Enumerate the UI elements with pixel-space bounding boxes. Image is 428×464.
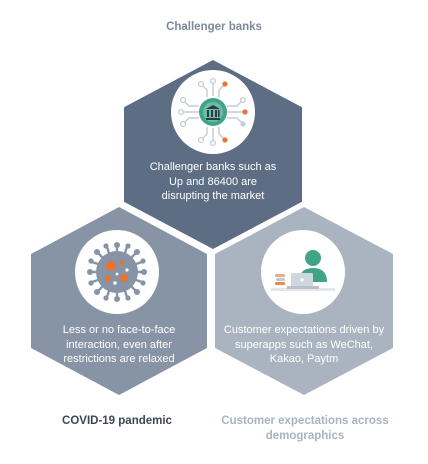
circuit-bank-icon	[171, 70, 255, 154]
challenger-banks-description: Challenger banks such as Up and 86400 ar…	[149, 161, 277, 202]
heading-customer-expectations: Customer expectations across demographic…	[221, 415, 389, 442]
customer-expectations-description: Customer expectations driven by superapp…	[223, 324, 385, 365]
heading-covid-pandemic: COVID-19 pandemic	[62, 415, 172, 427]
virus-icon	[75, 230, 159, 314]
person-laptop-icon	[261, 230, 345, 314]
heading-challenger-banks: Challenger banks	[166, 21, 262, 33]
covid-pandemic-description: Less or no face-to-face interaction, eve…	[62, 324, 176, 365]
